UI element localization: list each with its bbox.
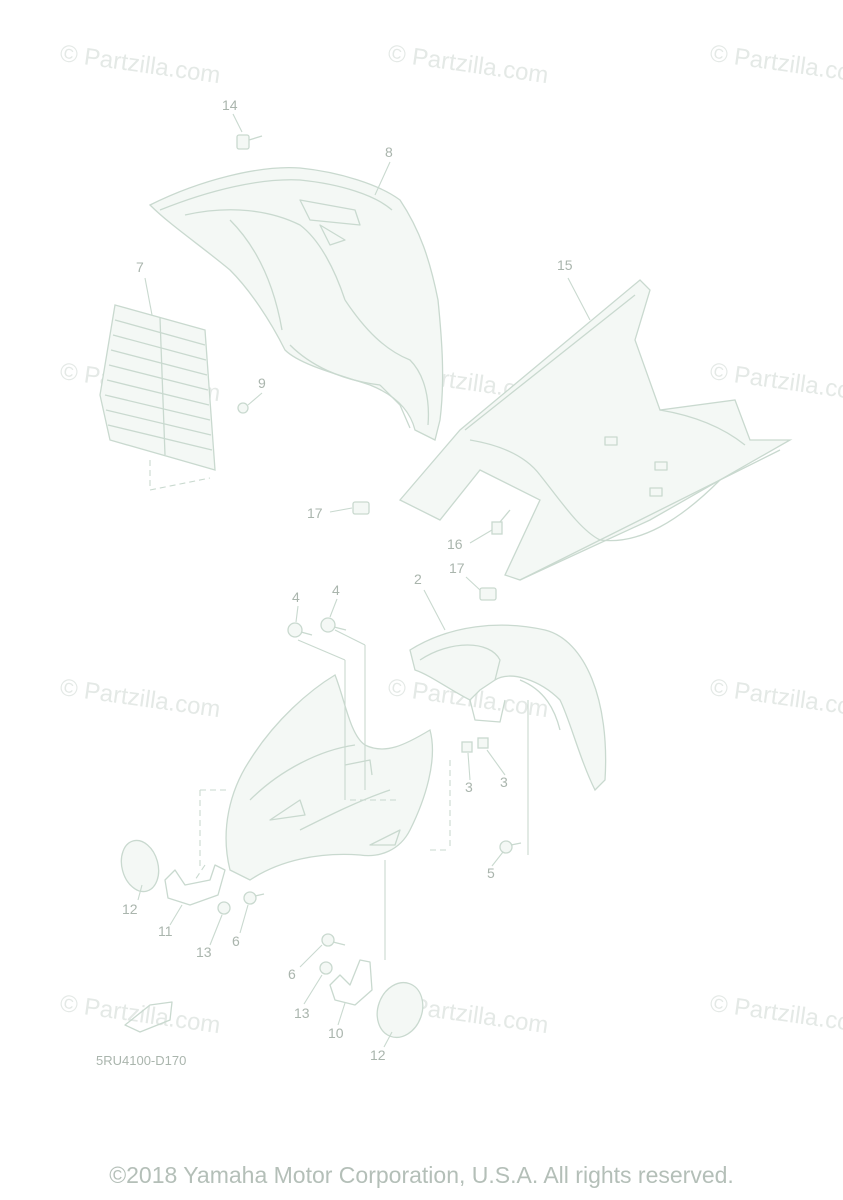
part-10-bracket <box>329 959 373 1006</box>
callout-4: 4 <box>332 582 340 598</box>
callout-12: 12 <box>122 901 138 917</box>
copyright-footer: ©2018 Yamaha Motor Corporation, U.S.A. A… <box>109 1162 734 1188</box>
part-15-under-cowl <box>398 277 793 581</box>
callout-5: 5 <box>487 865 495 881</box>
bracket-icon <box>124 1001 173 1033</box>
part-8-cowl <box>148 166 444 441</box>
callout-3: 3 <box>465 779 473 795</box>
callout-17: 17 <box>449 560 465 576</box>
part-11-bracket <box>164 864 226 906</box>
part-1-front-fender <box>199 674 451 881</box>
callout-14: 14 <box>222 97 238 113</box>
callout-leaders <box>137 113 506 1048</box>
callout-2: 2 <box>414 571 422 587</box>
callouts: 14 8 7 9 15 17 16 17 4 4 2 3 3 5 12 11 1… <box>122 97 573 1063</box>
callout-16: 16 <box>447 536 463 552</box>
callout-4: 4 <box>292 589 300 605</box>
part-12-reflector <box>120 839 424 1039</box>
callout-13: 13 <box>294 1005 310 1021</box>
callout-9: 9 <box>258 375 266 391</box>
callout-17: 17 <box>307 505 323 521</box>
callout-6: 6 <box>288 966 296 982</box>
callout-6: 6 <box>232 933 240 949</box>
part-2-inner-fender <box>409 589 607 792</box>
callout-7: 7 <box>136 259 144 275</box>
callout-8: 8 <box>385 144 393 160</box>
hardware-bolts <box>217 134 522 975</box>
diagram-code: 5RU4100-D170 <box>96 1053 187 1068</box>
callout-13: 13 <box>196 944 212 960</box>
callout-11: 11 <box>158 923 173 939</box>
callout-10: 10 <box>328 1025 344 1041</box>
part-7-grille <box>99 277 216 491</box>
callout-12: 12 <box>370 1047 386 1063</box>
callout-3: 3 <box>500 774 508 790</box>
callout-15: 15 <box>557 257 573 273</box>
